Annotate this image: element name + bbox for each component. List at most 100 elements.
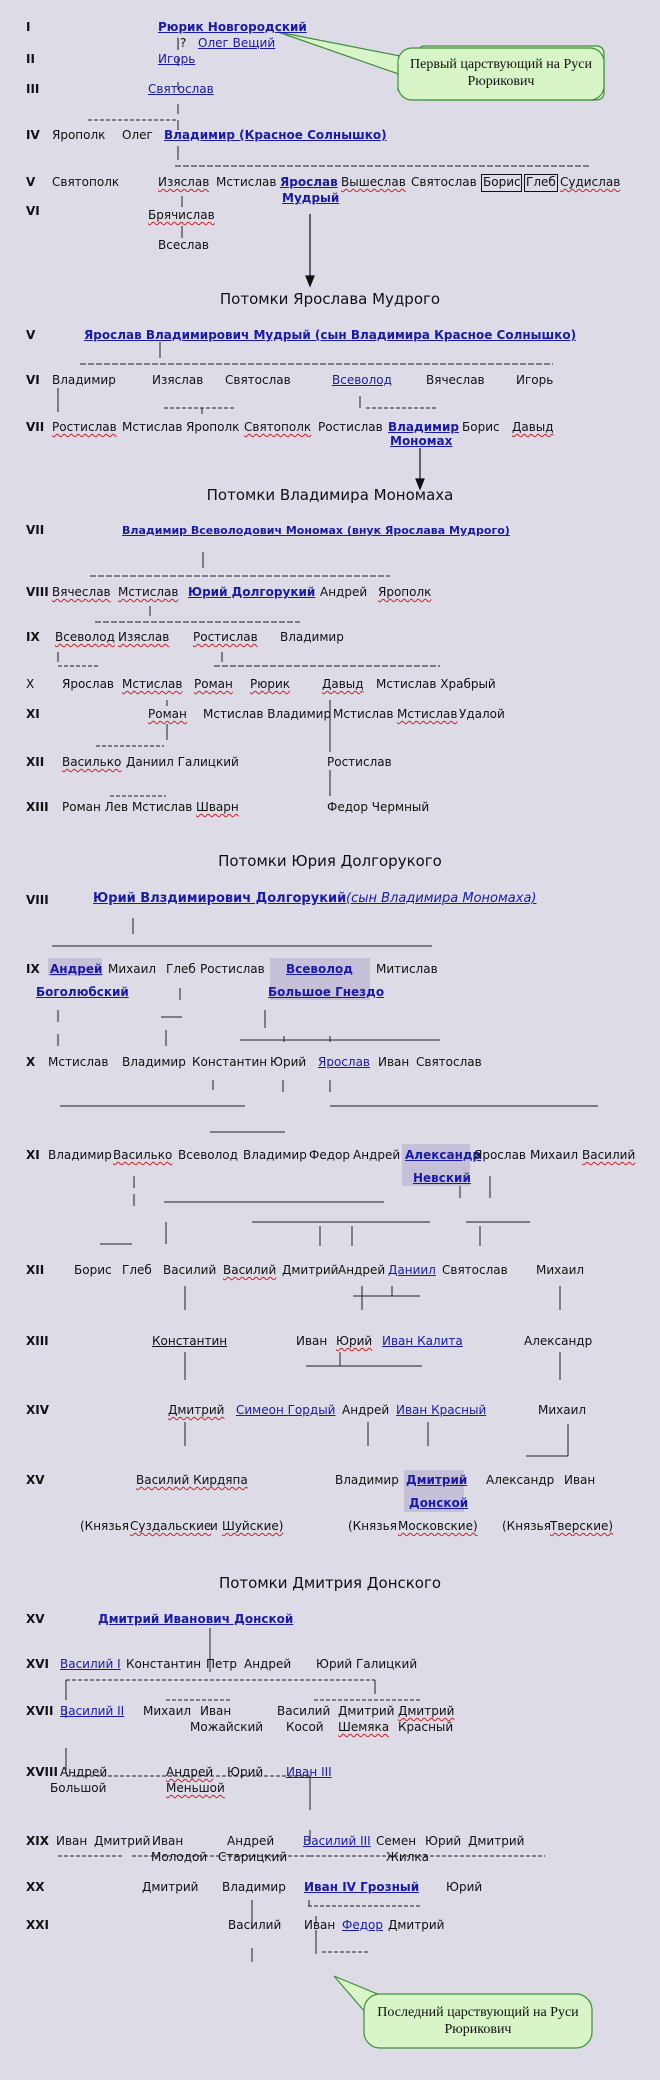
person-ivan-iii[interactable]: Иван III (286, 1765, 332, 1779)
person-aleksandr-nevsky[interactable]: Александр (405, 1148, 482, 1162)
person: Владимир (243, 1148, 307, 1162)
person-yury-vladimirovich-note[interactable]: (сын Владимира Мономаха) (346, 891, 537, 906)
person-yury-dolgoruky[interactable]: Юрий Долгорукий (188, 585, 316, 599)
person: Ярослав (62, 677, 114, 691)
dynasty-note: (Князья (348, 1519, 397, 1533)
gen-label: XIV (26, 1403, 50, 1417)
person-yaroslav-mudry[interactable]: Мудрый (282, 191, 340, 205)
person: Владимир (222, 1880, 286, 1894)
person-yury-vladimirovich[interactable]: Юрий Влздимирович Долгорукий (93, 891, 347, 906)
person: Ярополк (378, 585, 432, 599)
person-ivan-iv-grozny[interactable]: Иван IV Грозный (304, 1880, 420, 1894)
person: Шемяка (338, 1720, 390, 1734)
person: Василько (113, 1148, 173, 1162)
gen-label: VI (26, 204, 40, 218)
person-vladimir-monomakh[interactable]: Владимир (388, 420, 459, 434)
gen-label: IV (26, 128, 40, 142)
person: Юрий (446, 1880, 483, 1894)
person: Брячислав (148, 208, 215, 222)
person: Василий (228, 1918, 282, 1932)
person: Константин (152, 1334, 228, 1348)
person-yaroslav-vsevolodovich[interactable]: Ярослав (318, 1055, 370, 1069)
gen-label: XIX (26, 1834, 49, 1848)
person: Иван (304, 1918, 336, 1932)
person: Ярополк (52, 128, 106, 142)
person: Семен (376, 1834, 417, 1848)
person: Владимир (48, 1148, 112, 1162)
gen-label: XII (26, 1263, 45, 1277)
gen-label: IX (26, 630, 40, 644)
person-dmitry-ivanovich-donskoy[interactable]: Дмитрий Иванович Донской (98, 1612, 294, 1626)
callout-first-text: Первый царствующий на Руси Рюрикович (410, 57, 592, 89)
person-yaroslav-vladimirovich[interactable]: Ярослав Владимирович Мудрый (сын Владими… (84, 328, 577, 342)
person-igor[interactable]: Игорь (158, 52, 196, 66)
person: Мстислав (333, 707, 394, 721)
person-vsevolod[interactable]: Всеволод (332, 373, 392, 387)
person: Михаил (530, 1148, 579, 1162)
person: Давыд (322, 677, 364, 691)
person: Глеб (122, 1263, 152, 1277)
person: Юрий (227, 1765, 264, 1779)
person: Мстислав (397, 707, 458, 721)
person: Мстислав Владимир (203, 707, 332, 721)
person-vasily-ii[interactable]: Василий II (60, 1704, 125, 1718)
person-vasily-i[interactable]: Василий I (60, 1657, 121, 1671)
person: Ярослав (474, 1148, 526, 1162)
person: Изяслав (118, 630, 170, 644)
person-vladimir-monomakh[interactable]: Мономах (390, 434, 453, 448)
person-vsevolod-bolshoe-gnezdo[interactable]: Всеволод (286, 962, 353, 976)
person: Ростислав (193, 630, 258, 644)
person-vsevolod-bolshoe-gnezdo[interactable]: Большое Гнездо (268, 985, 385, 999)
gen-label: XVIII (26, 1765, 58, 1779)
person-svyatoslav[interactable]: Святослав (148, 82, 214, 96)
person: Ростислав (52, 420, 117, 434)
section-title-donskoy: Потомки Дмитрия Донского (218, 1574, 442, 1592)
person: Владимир (280, 630, 344, 644)
gen-label: VIII (26, 585, 49, 599)
person: Дмитрий (142, 1880, 199, 1894)
person-andrey-bogolyubsky[interactable]: Андрей (50, 962, 103, 976)
gen-label: XIII (26, 1334, 49, 1348)
person-dmitry-donskoy[interactable]: Дмитрий (406, 1473, 468, 1487)
person-vladimir-krasnoe-solnyshko[interactable]: Владимир (Красное Солнышко) (164, 128, 387, 142)
gen-label: VII (26, 420, 45, 434)
person: Иван (564, 1473, 596, 1487)
gen-label: I (26, 20, 31, 34)
person: Владимир (122, 1055, 186, 1069)
callout-last-text: Последний царствующий на Руси Рюрикович (377, 2005, 579, 2037)
person-daniil[interactable]: Даниил (388, 1263, 436, 1277)
person: Михаил (536, 1263, 585, 1277)
person-rurik[interactable]: Рюрик Новгородский (158, 20, 307, 34)
person-dmitry-donskoy[interactable]: Донской (409, 1496, 469, 1510)
person: Василько (62, 755, 122, 769)
person-yaroslav[interactable]: Ярослав (280, 175, 338, 189)
person-ivan-krasny[interactable]: Иван Красный (396, 1403, 487, 1417)
gen-label: II (26, 52, 35, 66)
person: Юрий Галицкий (316, 1657, 418, 1671)
person: Василий Кирдяпа (136, 1473, 248, 1487)
person: Юрий (336, 1334, 373, 1348)
section-title-dolgoruky: Потомки Юрия Долгорукого (218, 852, 442, 870)
person: Мстислав (122, 420, 183, 434)
person: Ростислав (327, 755, 392, 769)
person: Митислав (376, 962, 438, 976)
person: Андрей (338, 1263, 386, 1277)
person-fedor[interactable]: Федор (342, 1918, 383, 1932)
person-aleksandr-nevsky[interactable]: Невский (413, 1171, 471, 1185)
person: Святополк (244, 420, 312, 434)
person-ivan-kalita[interactable]: Иван Калита (382, 1334, 463, 1348)
gen-label: XX (26, 1880, 45, 1894)
person: Вышеслав (341, 175, 406, 189)
person-vasily-iii[interactable]: Василий III (303, 1834, 371, 1848)
person: Александр (524, 1334, 593, 1348)
person: Петр (206, 1657, 238, 1671)
person-andrey-bogolyubsky[interactable]: Боголюбский (36, 985, 129, 999)
person: Олег (122, 128, 153, 142)
person: Иван (296, 1334, 328, 1348)
person-oleg-veshchy[interactable]: Олег Вещий (198, 36, 276, 50)
gen-label: XV (26, 1473, 45, 1487)
person-simeon-gordy[interactable]: Симеон Гордый (236, 1403, 336, 1417)
person: Андрей (353, 1148, 401, 1162)
person-vladimir-vsevolodovich[interactable]: Владимир Всеволодович Мономах (внук Ярос… (122, 524, 510, 537)
